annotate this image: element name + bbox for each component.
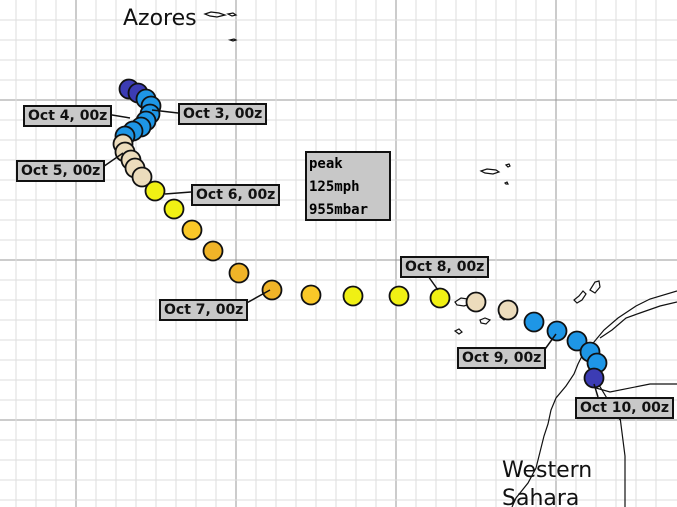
canary-island — [573, 290, 587, 304]
leader-line — [164, 191, 192, 195]
track-point — [131, 166, 153, 188]
track-point — [261, 279, 283, 301]
azores-island — [203, 11, 228, 18]
label-oct4: Oct 4, 00z — [23, 105, 113, 127]
label-oct3: Oct 3, 00z — [178, 103, 268, 125]
border — [599, 301, 677, 339]
track-point — [163, 198, 185, 220]
azores-island — [227, 38, 238, 42]
label-oct5: Oct 5, 00z — [16, 160, 106, 182]
track-point — [546, 320, 568, 342]
peak-title: peak — [309, 156, 343, 172]
azores-label: Azores — [123, 6, 197, 31]
madeira-island — [504, 163, 511, 168]
azores-island — [226, 12, 238, 17]
track-point — [497, 299, 519, 321]
track-point — [342, 285, 364, 307]
label-oct7: Oct 7, 00z — [159, 299, 249, 321]
track-point — [583, 367, 605, 389]
label-oct6: Oct 6, 00z — [191, 184, 281, 206]
canary-island — [453, 328, 463, 335]
track-point — [181, 219, 203, 241]
border — [619, 416, 626, 507]
leader-line — [427, 275, 439, 291]
leader-line — [593, 383, 599, 398]
track-point — [144, 180, 166, 202]
canary-island — [479, 317, 492, 325]
track-point — [429, 287, 451, 309]
track-point — [202, 240, 224, 262]
leader-line — [151, 109, 179, 114]
track-point — [523, 311, 545, 333]
peak-wind: 125mph — [309, 179, 360, 195]
madeira-island — [503, 181, 509, 185]
western-sahara-label: Western Sahara — [502, 457, 592, 507]
peak-info-box: peak 125mph 955mbar — [305, 151, 391, 221]
canary-island — [589, 280, 601, 294]
track-point — [465, 291, 487, 313]
track-point — [388, 285, 410, 307]
western-sahara-line2: Sahara — [502, 486, 580, 507]
track-point — [300, 284, 322, 306]
western-sahara-line1: Western — [502, 458, 593, 483]
peak-pressure: 955mbar — [309, 202, 369, 218]
label-oct9: Oct 9, 00z — [457, 347, 547, 369]
storm-track — [112, 78, 608, 389]
track-point — [228, 262, 250, 284]
african-coast — [511, 290, 677, 507]
label-oct10: Oct 10, 00z — [575, 397, 675, 419]
madeira-island — [479, 168, 501, 175]
label-oct8: Oct 8, 00z — [400, 256, 490, 278]
